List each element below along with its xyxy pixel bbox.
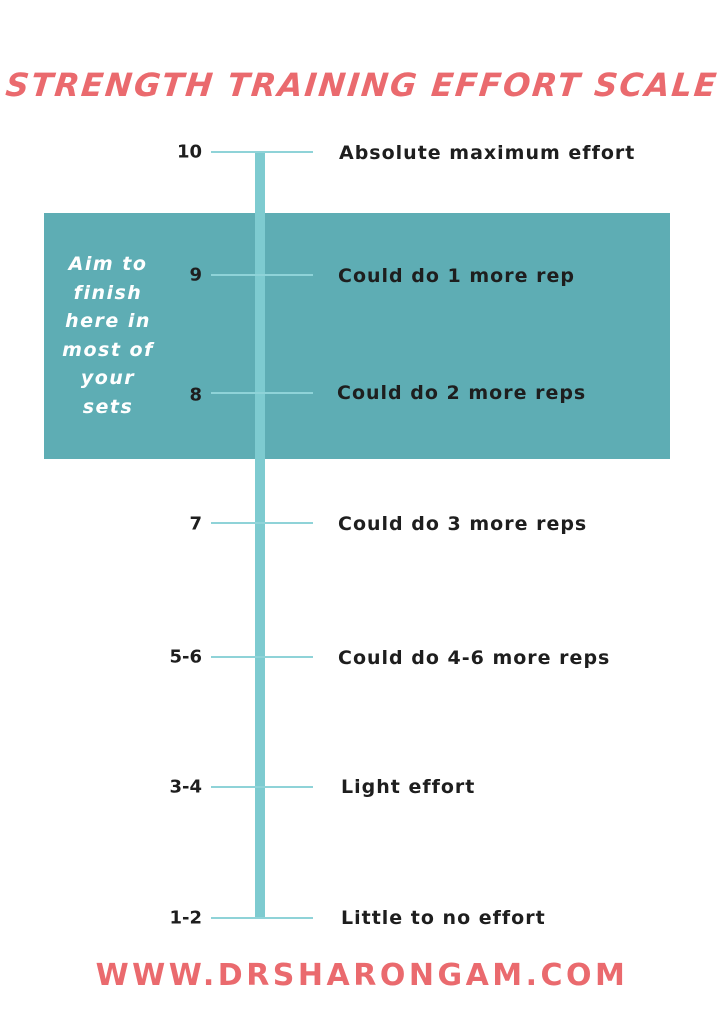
level-description: Could do 2 more reps [337,382,587,404]
level-label: 5-6 [169,646,202,668]
level-label: 1-2 [169,907,202,929]
level-description: Absolute maximum effort [339,142,636,164]
level-label: 3-4 [169,776,202,798]
tick-8 [211,392,313,394]
level-description: Could do 1 more rep [338,265,575,287]
tick-7 [211,522,313,524]
level-label: 10 [176,141,202,163]
website-url: WWW.DRSHARONGAM.COM [95,958,629,993]
level-description: Could do 4-6 more reps [338,647,611,669]
level-label: 9 [189,264,202,286]
page-title: STRENGTH TRAINING EFFORT SCALE [3,66,721,104]
level-description: Little to no effort [341,907,546,929]
level-label: 7 [189,513,202,535]
level-description: Light effort [341,776,476,798]
tick-10 [211,151,313,153]
tick-3-4 [211,786,313,788]
level-description: Could do 3 more reps [338,513,588,535]
tick-5-6 [211,656,313,658]
tick-9 [211,274,313,276]
scale-axis [255,151,265,919]
level-label: 8 [189,384,202,406]
tick-1-2 [211,917,313,919]
target-zone-band [44,213,670,459]
target-zone-note: Aim to finish here in most of your sets [62,253,154,418]
